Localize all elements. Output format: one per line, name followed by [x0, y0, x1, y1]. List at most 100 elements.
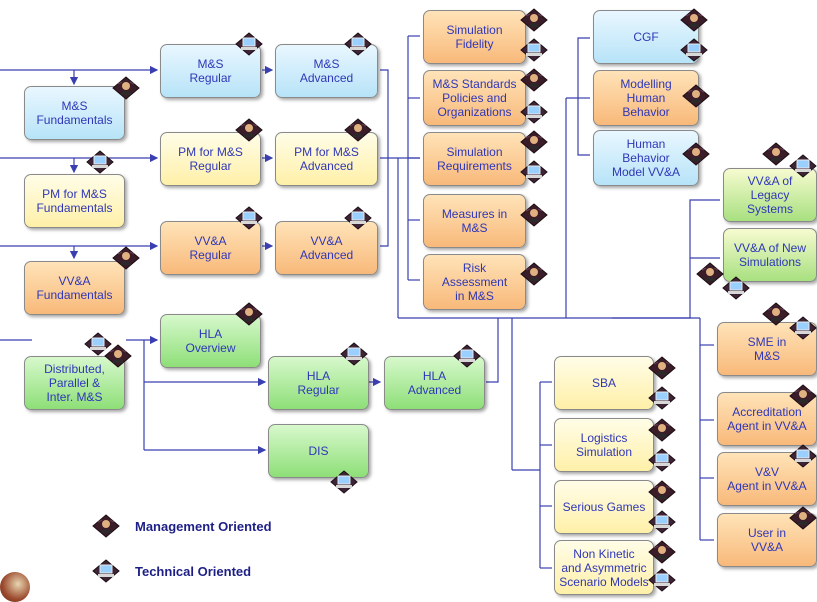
legend-technical-label: Technical Oriented [135, 564, 252, 579]
node-label: Serious Games [562, 500, 646, 514]
dis-node: DIS [268, 424, 369, 478]
management-oriented-icon [648, 356, 676, 380]
technical-oriented-icon [344, 32, 372, 56]
technical-oriented-icon [86, 150, 114, 174]
node-label: VV&A of New Simulations [733, 241, 807, 269]
ms-standards-node: M&S Standards Policies and Organizations [423, 70, 526, 126]
management-oriented-icon [235, 302, 263, 326]
management-oriented-icon [520, 262, 548, 286]
ms-regular-node: M&S Regular [160, 44, 261, 98]
management-oriented-icon [648, 418, 676, 442]
node-label: Distributed, Parallel & Inter. M&S [44, 362, 105, 404]
node-label: HLA Overview [185, 327, 236, 355]
node-label: VV&A Advanced [299, 234, 354, 262]
node-label: Modelling Human Behavior [620, 77, 672, 119]
management-oriented-icon [696, 262, 724, 286]
node-label: M&S Standards Policies and Organizations [432, 77, 517, 119]
technical-oriented-icon [520, 38, 548, 62]
management-oriented-icon [520, 203, 548, 227]
technical-oriented-icon [520, 100, 548, 124]
technical-oriented-icon [235, 206, 263, 230]
node-label: Risk Assessment in M&S [441, 261, 508, 303]
management-oriented-icon [520, 130, 548, 154]
vva-fundamentals-node: VV&A Fundamentals [24, 261, 125, 315]
management-oriented-icon [648, 480, 676, 504]
node-label: M&S Advanced [299, 57, 354, 85]
organization-seal-logo [0, 572, 30, 602]
node-label: Human Behavior Model VV&A [611, 137, 681, 179]
ms-fundamentals-node: M&S Fundamentals [24, 86, 125, 140]
node-label: Measures in M&S [441, 207, 508, 235]
serious-games-node: Serious Games [554, 480, 654, 534]
simulation-fidelity-node: Simulation Fidelity [423, 10, 526, 64]
management-oriented-icon [520, 68, 548, 92]
technical-oriented-icon [648, 568, 676, 592]
node-label: PM for M&S Advanced [294, 145, 359, 173]
technical-oriented-icon [789, 154, 817, 178]
management-oriented-icon [682, 84, 710, 108]
node-label: HLA Regular [297, 369, 340, 397]
node-label: CGF [633, 30, 659, 44]
cgf-node: CGF [593, 10, 699, 64]
technical-oriented-icon [344, 206, 372, 230]
modelling-human-behavior-node: Modelling Human Behavior [593, 70, 699, 126]
node-label: SBA [591, 376, 616, 390]
node-label: Non Kinetic and Asymmetric Scenario Mode… [559, 546, 649, 589]
vva-legacy-node: VV&A of Legacy Systems [723, 168, 817, 222]
node-label: V&V Agent in VV&A [727, 465, 807, 493]
technical-oriented-icon [648, 448, 676, 472]
node-label: VV&A Fundamentals [36, 274, 113, 302]
hla-overview-node: HLA Overview [160, 314, 261, 368]
node-label: M&S Fundamentals [36, 99, 113, 127]
ms-advanced-node: M&S Advanced [275, 44, 378, 98]
technical-oriented-icon [789, 444, 817, 468]
management-oriented-icon [104, 344, 132, 368]
sba-node: SBA [554, 356, 654, 410]
node-label: PM for M&S Regular [178, 145, 243, 173]
technical-oriented-icon [92, 559, 120, 583]
management-oriented-icon [92, 514, 120, 538]
management-oriented-icon [344, 118, 372, 142]
measures-node: Measures in M&S [423, 194, 526, 248]
technical-oriented-icon [340, 342, 368, 366]
technical-oriented-icon [648, 510, 676, 534]
human-behavior-vva-node: Human Behavior Model VV&A [593, 130, 699, 186]
legend-management-label: Management Oriented [135, 519, 272, 534]
node-label: Accreditation Agent in VV&A [727, 405, 807, 433]
management-oriented-icon [112, 76, 140, 100]
node-label: DIS [308, 444, 329, 458]
vva-new-node: VV&A of New Simulations [723, 228, 817, 282]
node-label: Simulation Requirements [437, 145, 512, 173]
node-label: Simulation Fidelity [446, 23, 503, 51]
node-label: M&S Regular [189, 57, 232, 85]
node-label: User in VV&A [747, 526, 786, 554]
logistics-simulation-node: Logistics Simulation [554, 418, 654, 472]
vv-agent-node: V&V Agent in VV&A [717, 452, 817, 506]
technical-oriented-icon [648, 386, 676, 410]
vva-regular-node: VV&A Regular [160, 221, 261, 275]
node-label: VV&A of Legacy Systems [746, 174, 793, 216]
technical-oriented-icon [520, 160, 548, 184]
management-oriented-icon [682, 142, 710, 166]
management-oriented-icon [648, 540, 676, 564]
pm-fundamentals-node: PM for M&S Fundamentals [24, 174, 125, 228]
simulation-requirements-node: Simulation Requirements [423, 132, 526, 186]
technical-oriented-icon [722, 276, 750, 300]
hla-regular-node: HLA Regular [268, 356, 369, 410]
node-label: HLA Advanced [407, 369, 462, 397]
management-oriented-icon [235, 118, 263, 142]
management-oriented-icon [762, 302, 790, 326]
management-oriented-icon [112, 246, 140, 270]
node-label: Logistics Simulation [575, 431, 633, 459]
management-oriented-icon [789, 506, 817, 530]
technical-oriented-icon [680, 38, 708, 62]
technical-oriented-icon [453, 344, 481, 368]
node-label: PM for M&S Fundamentals [36, 187, 113, 215]
pm-advanced-node: PM for M&S Advanced [275, 132, 378, 186]
distributed-node: Distributed, Parallel & Inter. M&S [24, 356, 125, 410]
management-oriented-icon [762, 142, 790, 166]
technical-oriented-icon [330, 470, 358, 494]
node-label: SME in M&S [747, 335, 787, 363]
risk-assessment-node: Risk Assessment in M&S [423, 254, 526, 310]
